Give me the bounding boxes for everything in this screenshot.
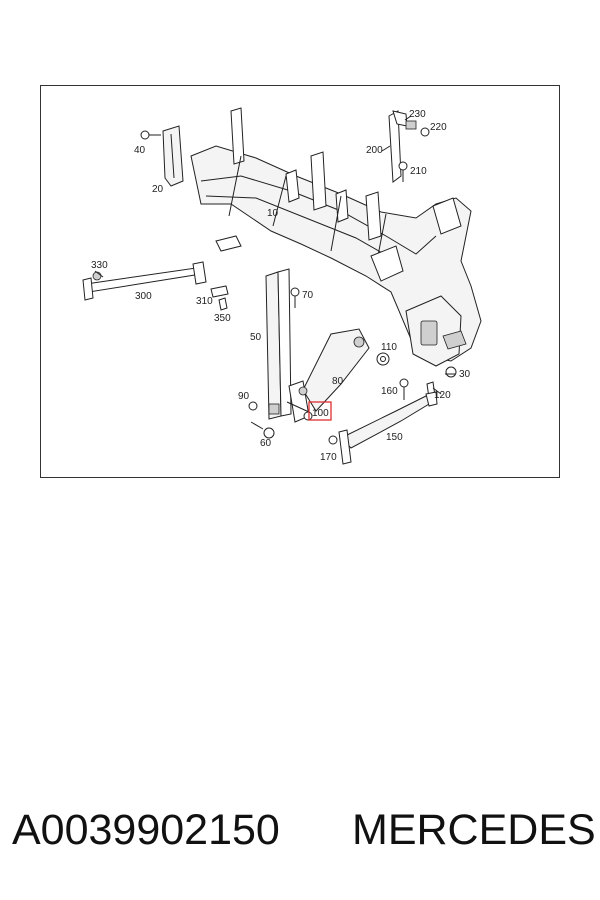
nut-170	[328, 435, 338, 445]
callout-80: 80	[332, 376, 344, 387]
bolt-210	[398, 161, 408, 182]
vertical-strut-50	[265, 268, 292, 420]
clip-310	[210, 285, 229, 298]
callout-labels: 10 20 30 40 50 60 70 80 90 110 120 150 1…	[91, 109, 471, 463]
highlighted-callout-100[interactable]: 100	[308, 401, 332, 421]
brand-label: MERCEDES	[352, 806, 596, 854]
highlight-box	[308, 401, 332, 421]
callout-200: 200	[366, 145, 383, 156]
callout-90: 90	[238, 391, 250, 402]
leader-lines	[94, 115, 455, 413]
bolt-160	[399, 378, 409, 400]
callout-220: 220	[430, 122, 447, 133]
clip-350	[218, 297, 228, 311]
callout-350: 350	[214, 313, 231, 324]
washer-100	[303, 411, 313, 421]
lower-right-bracket-150	[338, 391, 438, 465]
callout-170: 170	[320, 452, 337, 463]
bolt-40	[140, 130, 161, 140]
nut-110	[376, 352, 390, 366]
callout-300: 300	[135, 291, 152, 302]
front-carrier-frame	[190, 107, 482, 367]
callout-160: 160	[381, 386, 398, 397]
nut-220	[420, 127, 430, 137]
parts-diagram-frame: 10 20 30 40 50 60 70 80 90 110 120 150 1…	[40, 85, 560, 478]
upper-right-bracket	[388, 110, 417, 183]
left-side-bracket	[162, 125, 184, 187]
callout-30: 30	[459, 369, 471, 380]
callout-100: 100	[312, 408, 329, 419]
callout-10: 10	[267, 208, 279, 219]
part-number-label: A0039902150	[12, 806, 280, 854]
bolt-60	[250, 421, 275, 439]
callout-120: 120	[434, 390, 451, 401]
callout-20: 20	[152, 184, 164, 195]
callout-230: 230	[409, 109, 426, 120]
angled-bracket-80	[288, 328, 370, 423]
callout-40: 40	[134, 145, 146, 156]
callout-330: 330	[91, 260, 108, 271]
callout-210: 210	[410, 166, 427, 177]
callout-110: 110	[381, 342, 397, 353]
callout-310: 310	[196, 296, 213, 307]
callout-60: 60	[260, 438, 272, 449]
nut-90	[248, 401, 258, 411]
callout-70: 70	[302, 290, 314, 301]
callout-50: 50	[250, 332, 262, 343]
bolt-70	[290, 287, 300, 308]
callout-150: 150	[386, 432, 403, 443]
nut-30	[445, 366, 457, 378]
exploded-parts-diagram: 10 20 30 40 50 60 70 80 90 110 120 150 1…	[82, 107, 482, 465]
